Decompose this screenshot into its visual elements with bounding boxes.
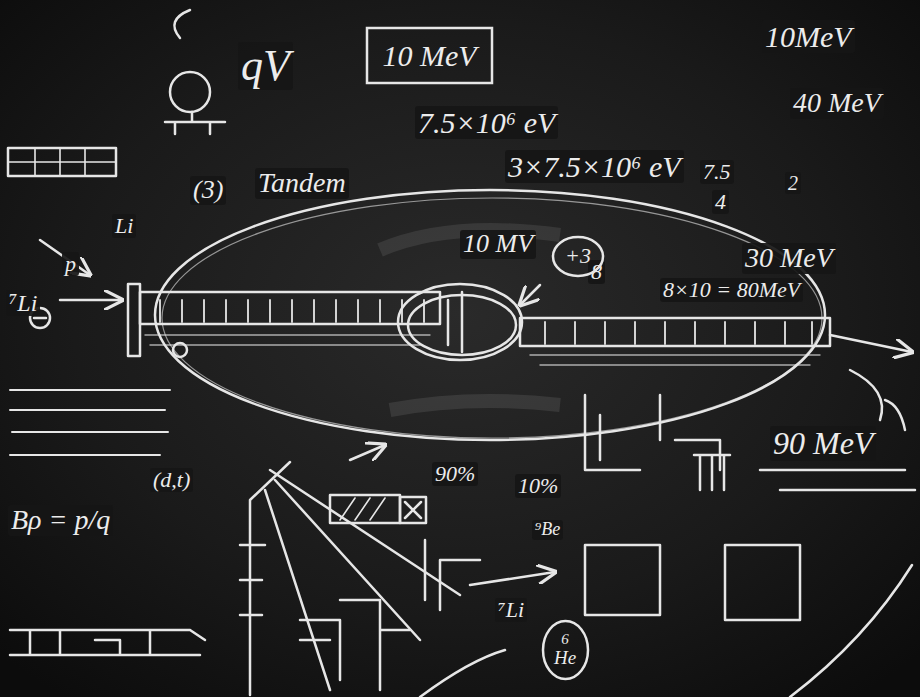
detector-box — [400, 497, 426, 523]
hatching — [340, 498, 385, 520]
beam-arrow — [470, 572, 555, 585]
chalk-label: 40 MeV — [790, 88, 884, 119]
chalk-label: ⁷Li — [495, 598, 527, 622]
beam-out-curve — [850, 370, 882, 420]
magnet-pole — [240, 545, 265, 615]
chalk-smudge — [380, 230, 560, 410]
charge-circle: +3 — [551, 235, 605, 278]
chalk-label: Li — [112, 214, 136, 238]
sphere-sketch — [170, 72, 210, 112]
chalk-label: 4 — [712, 190, 729, 214]
square-sketch — [585, 545, 660, 615]
beam-tube-low — [140, 292, 440, 324]
chalk-label: (d,t) — [150, 468, 193, 492]
node-text: 10 MeV — [382, 39, 476, 72]
chalk-label: Tandem — [255, 168, 349, 199]
stripper-foil — [448, 292, 462, 352]
sphere-stand — [165, 112, 225, 134]
magnet-fan — [250, 462, 460, 695]
chalk-label: 7.5×10⁶ eV — [415, 106, 558, 139]
chalk-arc — [420, 650, 505, 697]
chalk-arc — [885, 400, 905, 430]
target-block — [330, 495, 400, 523]
chalk-label: 3×7.5×10⁶ eV — [505, 150, 684, 183]
accelerating-electrodes — [160, 300, 424, 322]
accelerating-electrodes — [545, 322, 812, 344]
minus-sign — [34, 317, 46, 320]
entrance-flange — [128, 284, 140, 356]
beam-out-arrow — [830, 335, 912, 352]
chalk-arc — [790, 565, 912, 697]
chalk-label: 10 MV — [460, 230, 536, 259]
chalk-label: (3) — [190, 176, 226, 205]
tube-sketch — [8, 148, 116, 176]
chalk-label: ⁷Li — [6, 290, 40, 316]
tube-ticks — [8, 148, 116, 176]
cross-mark — [405, 502, 421, 518]
chalk-ellipse — [553, 237, 603, 276]
ruled-lines — [10, 390, 170, 455]
ruled-lines — [760, 470, 915, 490]
ion-source-dot — [173, 343, 187, 357]
apparatus-sketch — [425, 540, 480, 610]
comb-sketch — [694, 455, 730, 490]
node-text: 6 — [561, 631, 569, 648]
chalk-label: p — [62, 252, 79, 276]
leader-arrow — [520, 285, 540, 305]
chalk-label: 7.5 — [700, 160, 734, 184]
chalk-ellipse — [543, 621, 588, 679]
chalk-label: 10% — [515, 474, 561, 498]
chalk-arc — [174, 10, 190, 38]
chalk-sketch — [8, 10, 915, 697]
boxed-energy: 10 MeV — [365, 26, 494, 85]
chalk-label: 90 MeV — [770, 426, 876, 461]
chalk-box — [367, 28, 492, 83]
chalk-label: ⁹Be — [532, 520, 563, 540]
smudge-stroke — [390, 401, 560, 410]
square-sketch — [725, 545, 800, 620]
chalk-label: 10MeV — [762, 20, 855, 53]
node-text: He — [554, 648, 576, 669]
tandem-tank — [155, 190, 825, 440]
resistor-chain — [145, 335, 820, 365]
beam-in-arrow — [60, 299, 122, 302]
chalk-label: 90% — [432, 462, 478, 486]
chalk-label: 2 — [785, 172, 801, 194]
chalk-label: 30 MeV — [742, 243, 836, 274]
apparatus-sketch — [300, 600, 410, 690]
node-text: +3 — [565, 244, 591, 268]
nucleus-ellipse: 6He — [541, 619, 590, 681]
beam-tube-high — [520, 318, 830, 346]
terminal — [398, 284, 522, 360]
chalk-label: Bρ = p/q — [8, 505, 113, 536]
chalk-sketch-bottom — [10, 630, 205, 655]
chalk-label: qV — [238, 42, 293, 90]
small-arrow — [350, 445, 385, 460]
chalk-label: 8×10 = 80MeV — [660, 278, 803, 302]
